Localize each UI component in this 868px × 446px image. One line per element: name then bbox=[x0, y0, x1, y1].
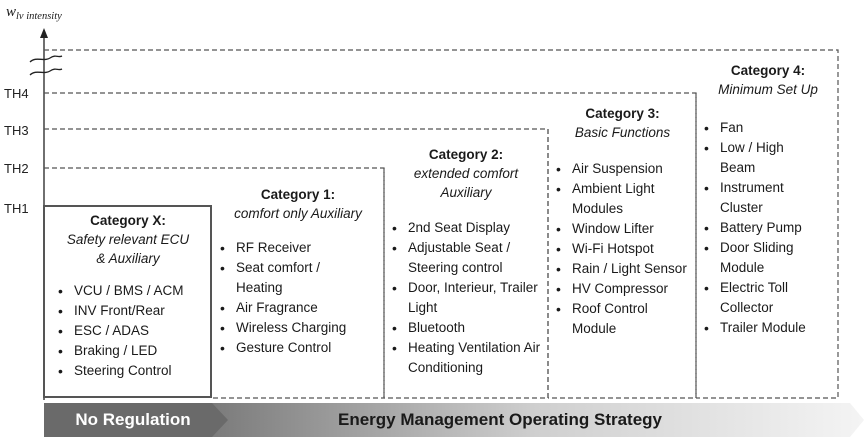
category-subtitle: Auxiliary bbox=[440, 185, 492, 200]
category-2: Category 2: extended comfort Auxiliary 2… bbox=[386, 146, 546, 378]
category-4: Category 4: Minimum Set Up Fan Low / Hig… bbox=[698, 62, 838, 338]
list-item: Battery Pump bbox=[698, 218, 810, 238]
list-item: INV Front/Rear bbox=[52, 301, 208, 321]
list-item: HV Compressor bbox=[550, 279, 690, 299]
banner-chevron bbox=[44, 403, 228, 437]
list-item: Heating Ventilation Air Conditioning bbox=[386, 338, 546, 378]
category-x-box bbox=[43, 205, 212, 398]
category-subtitle: Minimum Set Up bbox=[718, 82, 818, 97]
list-item: Ambient Light Modules bbox=[550, 179, 690, 219]
list-item: 2nd Seat Display bbox=[386, 218, 546, 238]
category-title: Category 1: bbox=[260, 187, 336, 202]
list-item: Gesture Control bbox=[214, 338, 354, 358]
category-title: Category X: bbox=[90, 213, 166, 228]
list-item: Instrument Cluster bbox=[698, 178, 810, 218]
list-item: Door, Interieur, Trailer Light bbox=[386, 278, 546, 318]
list-item: Door Sliding Module bbox=[698, 238, 810, 278]
list-item: Braking / LED bbox=[52, 341, 208, 361]
category-subtitle: & Auxiliary bbox=[96, 251, 160, 266]
list-item: Low / High Beam bbox=[698, 138, 810, 178]
threshold-th2: TH2 bbox=[4, 161, 29, 176]
category-subtitle: Basic Functions bbox=[574, 125, 671, 140]
category-3: Category 3: Basic Functions Air Suspensi… bbox=[550, 105, 695, 339]
list-item: Wireless Charging bbox=[214, 318, 354, 338]
banner-arrow bbox=[44, 403, 864, 437]
banner-no-regulation: No Regulation bbox=[75, 410, 191, 429]
list-item: Air Suspension bbox=[550, 159, 690, 179]
y-axis-label: wlv intensity bbox=[6, 4, 62, 22]
category1-outline bbox=[44, 167, 385, 399]
axis-break-mark bbox=[29, 68, 63, 76]
y-axis-arrow bbox=[40, 28, 48, 38]
threshold-th1: TH1 bbox=[4, 201, 29, 216]
category-subtitle: comfort only Auxiliary bbox=[234, 206, 362, 221]
threshold-th4: TH4 bbox=[4, 86, 29, 101]
list-item: Seat comfort / Heating bbox=[214, 258, 354, 298]
category-title: Category 3: bbox=[585, 106, 660, 121]
category-1: Category 1: comfort only Auxiliary RF Re… bbox=[214, 186, 382, 358]
list-item: Electric Toll Collector bbox=[698, 278, 810, 318]
category-x: Category X: Safety relevant ECU & Auxili… bbox=[48, 212, 208, 381]
list-item: VCU / BMS / ACM bbox=[52, 281, 208, 301]
list-item: Air Fragrance bbox=[214, 298, 354, 318]
list-item: ESC / ADAS bbox=[52, 321, 208, 341]
category2-outline bbox=[44, 128, 549, 399]
category-title: Category 2: bbox=[428, 147, 504, 162]
list-item: Bluetooth bbox=[386, 318, 546, 338]
threshold-th3: TH3 bbox=[4, 123, 29, 138]
list-item: Window Lifter bbox=[550, 219, 690, 239]
list-item: RF Receiver bbox=[214, 238, 354, 258]
list-item: Roof Control Module bbox=[550, 299, 690, 339]
list-item: Steering Control bbox=[52, 361, 208, 381]
banner-energy-strategy: Energy Management Operating Strategy bbox=[337, 410, 663, 429]
list-item: Rain / Light Sensor bbox=[550, 259, 690, 279]
category-title: Category 4: bbox=[730, 63, 806, 78]
category4-outline bbox=[44, 49, 839, 399]
list-item: Fan bbox=[698, 118, 810, 138]
list-item: Trailer Module bbox=[698, 318, 810, 338]
axis-break-mark bbox=[29, 55, 63, 63]
list-item: Adjustable Seat / Steering control bbox=[386, 238, 546, 278]
list-item: Wi-Fi Hotspot bbox=[550, 239, 690, 259]
category-subtitle: extended comfort bbox=[413, 166, 519, 181]
category-subtitle: Safety relevant ECU bbox=[66, 232, 190, 247]
